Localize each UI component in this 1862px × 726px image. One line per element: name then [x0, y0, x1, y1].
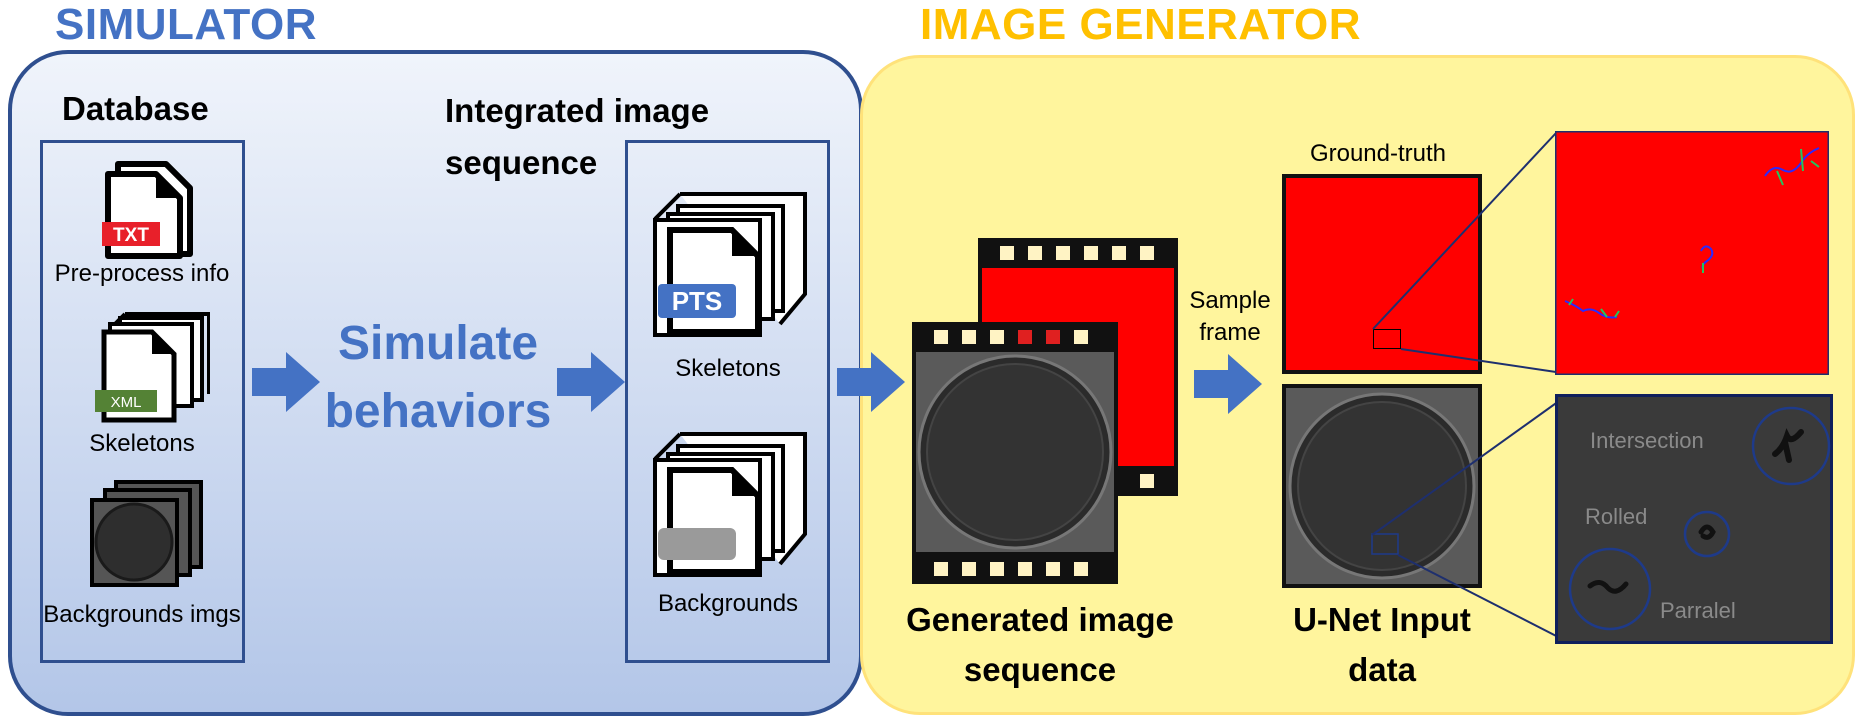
simulate-behaviors-label: Simulate behaviors	[318, 310, 558, 446]
backgrounds-imgs-label: Backgrounds imgs	[42, 600, 242, 630]
database-box	[40, 140, 245, 663]
generator-title: IMAGE GENERATOR	[920, 0, 1362, 49]
int-skeletons-label: Skeletons	[675, 355, 781, 382]
ground-truth-frame	[1282, 174, 1482, 374]
db-skeletons-label: Skeletons	[89, 430, 195, 457]
ground-truth-label: Ground-truth	[1309, 140, 1447, 167]
pts-badge-text: PTS	[672, 286, 723, 316]
arrow-icon	[252, 352, 320, 412]
xml-stack-icon: XML	[95, 312, 210, 423]
annotation-intersection: Intersection	[1590, 428, 1704, 453]
unet-input-frame	[1282, 384, 1482, 588]
backgrounds-cube-icon	[653, 432, 807, 577]
preprocess-info-label: Pre-process info	[54, 260, 230, 287]
generated-sequence-label: Generated image sequence	[880, 595, 1200, 695]
arrow-icon	[837, 352, 905, 412]
sample-frame-text: Sample frame	[1189, 287, 1271, 346]
backgrounds-stack-icon	[90, 480, 203, 587]
arrow-icon	[1194, 354, 1262, 414]
xml-badge-text: XML	[111, 394, 142, 411]
unet-input-text: U-Net Input data	[1293, 601, 1471, 688]
ground-truth-zoom-marker	[1373, 329, 1401, 349]
simulate-behaviors-text: Simulate behaviors	[324, 317, 552, 438]
int-backgrounds-label: Backgrounds	[657, 590, 799, 617]
pts-stack-icon: PTS	[653, 192, 807, 337]
film-strip-gray	[912, 322, 1118, 584]
database-title: Database	[62, 90, 209, 127]
txt-badge-text: TXT	[113, 225, 149, 246]
integrated-box	[625, 140, 830, 663]
sample-frame-label: Sample frame	[1180, 285, 1280, 349]
skeleton-trace-3	[1564, 300, 1618, 319]
annotation-rolled: Rolled	[1585, 504, 1647, 529]
annotation-parralel: Parralel	[1660, 598, 1736, 623]
backgrounds-imgs-text: Backgrounds imgs	[43, 601, 241, 628]
zoomed-ground-truth	[1555, 131, 1829, 375]
zoomed-unet-input: Intersection Rolled Parralel	[1555, 394, 1833, 644]
skeleton-trace-1	[1764, 147, 1820, 177]
arrow-icon	[557, 352, 625, 412]
generated-sequence-text: Generated image sequence	[906, 601, 1174, 688]
unet-input-label: U-Net Input data	[1262, 595, 1502, 695]
txt-file-icon: TXT	[102, 161, 193, 259]
integrated-title: Integrated image sequence	[445, 85, 785, 189]
integrated-title-text: Integrated image sequence	[445, 92, 710, 181]
simulator-title: SIMULATOR	[55, 0, 317, 49]
